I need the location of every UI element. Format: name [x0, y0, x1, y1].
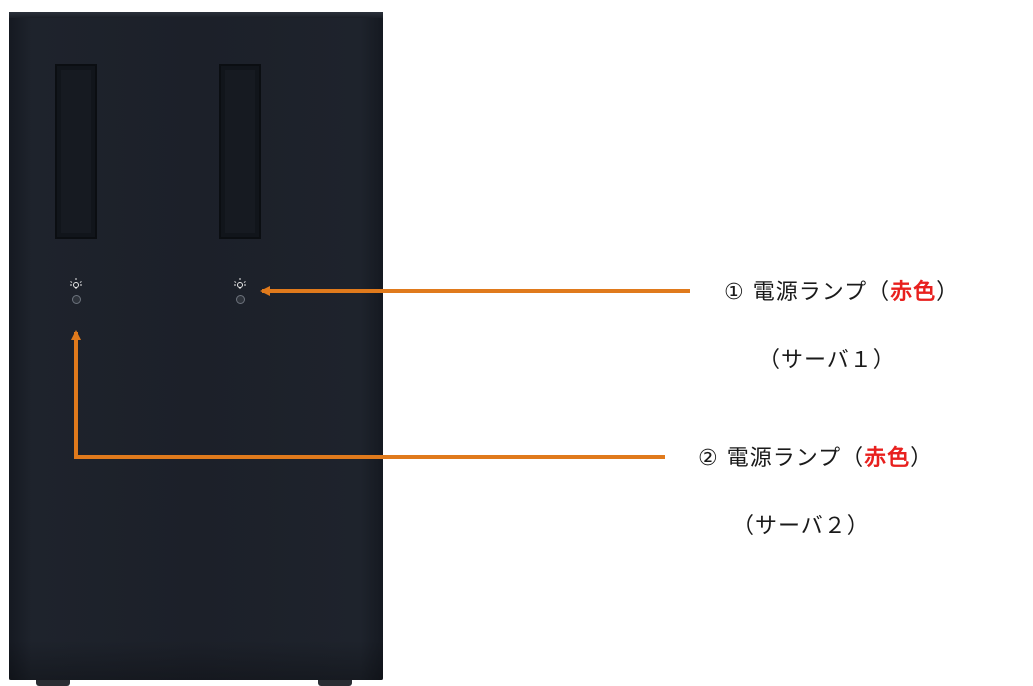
callout-text: 電源ランプ（: [726, 446, 865, 471]
callout-accent: 赤色: [890, 280, 937, 305]
callout-close: ）: [936, 280, 960, 305]
callout-accent: 赤色: [864, 446, 911, 471]
power-button-icon[interactable]: [72, 295, 81, 304]
lamp-icon: [70, 278, 82, 289]
chassis-foot-left: [36, 680, 70, 686]
callout-sub-2: （サーバ２）: [732, 514, 870, 539]
callout-label-1: ① 電源ランプ（赤色）: [724, 274, 959, 306]
callout-label-2: ② 電源ランプ（赤色）: [698, 440, 933, 472]
callout-number: ①: [724, 280, 745, 305]
lamp-icon: [234, 278, 246, 289]
arrow-server2: [71, 330, 665, 459]
chassis-foot-right: [318, 680, 352, 686]
callout-sub-1: （サーバ１）: [758, 348, 896, 373]
drive-bay-left: [55, 64, 97, 239]
callout-number: ②: [698, 446, 719, 471]
drive-bay-right: [219, 64, 261, 239]
callout-text: 電源ランプ（: [752, 280, 891, 305]
callout-close: ）: [910, 446, 934, 471]
server-chassis: [9, 12, 383, 680]
power-button-icon[interactable]: [236, 295, 245, 304]
